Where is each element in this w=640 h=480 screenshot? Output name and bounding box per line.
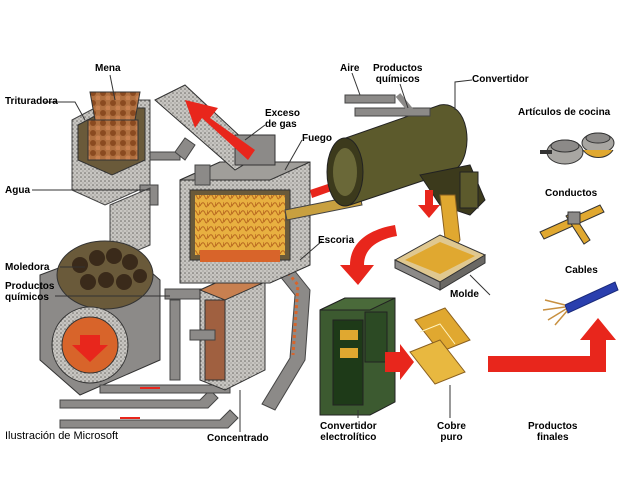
kitchen-items — [540, 132, 615, 165]
label-productos-quimicos-top-line2: químicos — [375, 74, 420, 85]
pure-copper — [409, 307, 471, 385]
label-productos-quimicos-left-line1: Productos — [5, 281, 55, 292]
label-convertidor-electrolitico-line1: Convertidor — [320, 421, 377, 432]
electrolytic-to-copper-arrow — [385, 344, 414, 380]
label-productos-finales: Productos finales — [528, 421, 577, 443]
label-cobre-puro-line1: Cobre — [437, 421, 466, 432]
label-conductos: Conductos — [545, 188, 598, 199]
label-convertidor: Convertidor — [472, 74, 529, 85]
air-chemicals-pipes — [344, 93, 431, 117]
ball-mill — [39, 240, 161, 396]
label-articulos-cocina: Artículos de cocina — [518, 107, 611, 118]
label-cobre-puro: Cobre puro — [437, 421, 466, 443]
crusher — [71, 91, 151, 206]
label-mena: Mena — [95, 63, 121, 74]
label-productos-quimicos-top: Productos químicos — [373, 63, 422, 85]
cables — [542, 281, 619, 326]
gas-exhaust-arrow — [185, 100, 255, 160]
label-moledora: Moledora — [5, 262, 50, 273]
electrolytic-converter — [319, 297, 396, 416]
label-convertidor-electrolitico: Convertidor electrolítico — [320, 421, 377, 443]
final-products-arrow — [488, 318, 616, 372]
label-escoria: Escoria — [318, 235, 355, 246]
label-productos-quimicos-left: Productos químicos — [5, 281, 54, 303]
label-convertidor-electrolitico-line2: electrolítico — [320, 432, 377, 443]
label-productos-finales-line1: Productos — [528, 421, 578, 432]
illustration-credit: Ilustración de Microsoft — [5, 430, 119, 442]
label-productos-finales-line2: finales — [536, 432, 569, 443]
label-aire: Aire — [340, 63, 360, 74]
label-productos-quimicos-left-line2: químicos — [5, 292, 49, 303]
label-productos-quimicos-top-line1: Productos — [373, 63, 423, 74]
label-molde: Molde — [450, 289, 479, 300]
label-cobre-puro-line2: puro — [440, 432, 463, 443]
label-cables: Cables — [565, 265, 598, 276]
label-concentrado: Concentrado — [207, 433, 269, 444]
label-exceso-gas-line1: Exceso — [265, 108, 301, 119]
label-agua: Agua — [5, 185, 30, 196]
pour-arrow — [418, 190, 440, 218]
conduits — [539, 204, 605, 245]
bottom-pipes — [59, 384, 239, 429]
converter — [326, 104, 486, 216]
label-exceso-gas-line2: de gas — [265, 119, 297, 130]
label-fuego: Fuego — [302, 133, 332, 144]
mold — [393, 234, 487, 291]
furnace — [179, 161, 311, 284]
converter-to-electrolytic-arrow — [340, 225, 397, 285]
label-trituradora: Trituradora — [5, 96, 58, 107]
label-exceso-gas: Exceso de gas — [265, 108, 300, 130]
leader-lines — [32, 72, 491, 432]
